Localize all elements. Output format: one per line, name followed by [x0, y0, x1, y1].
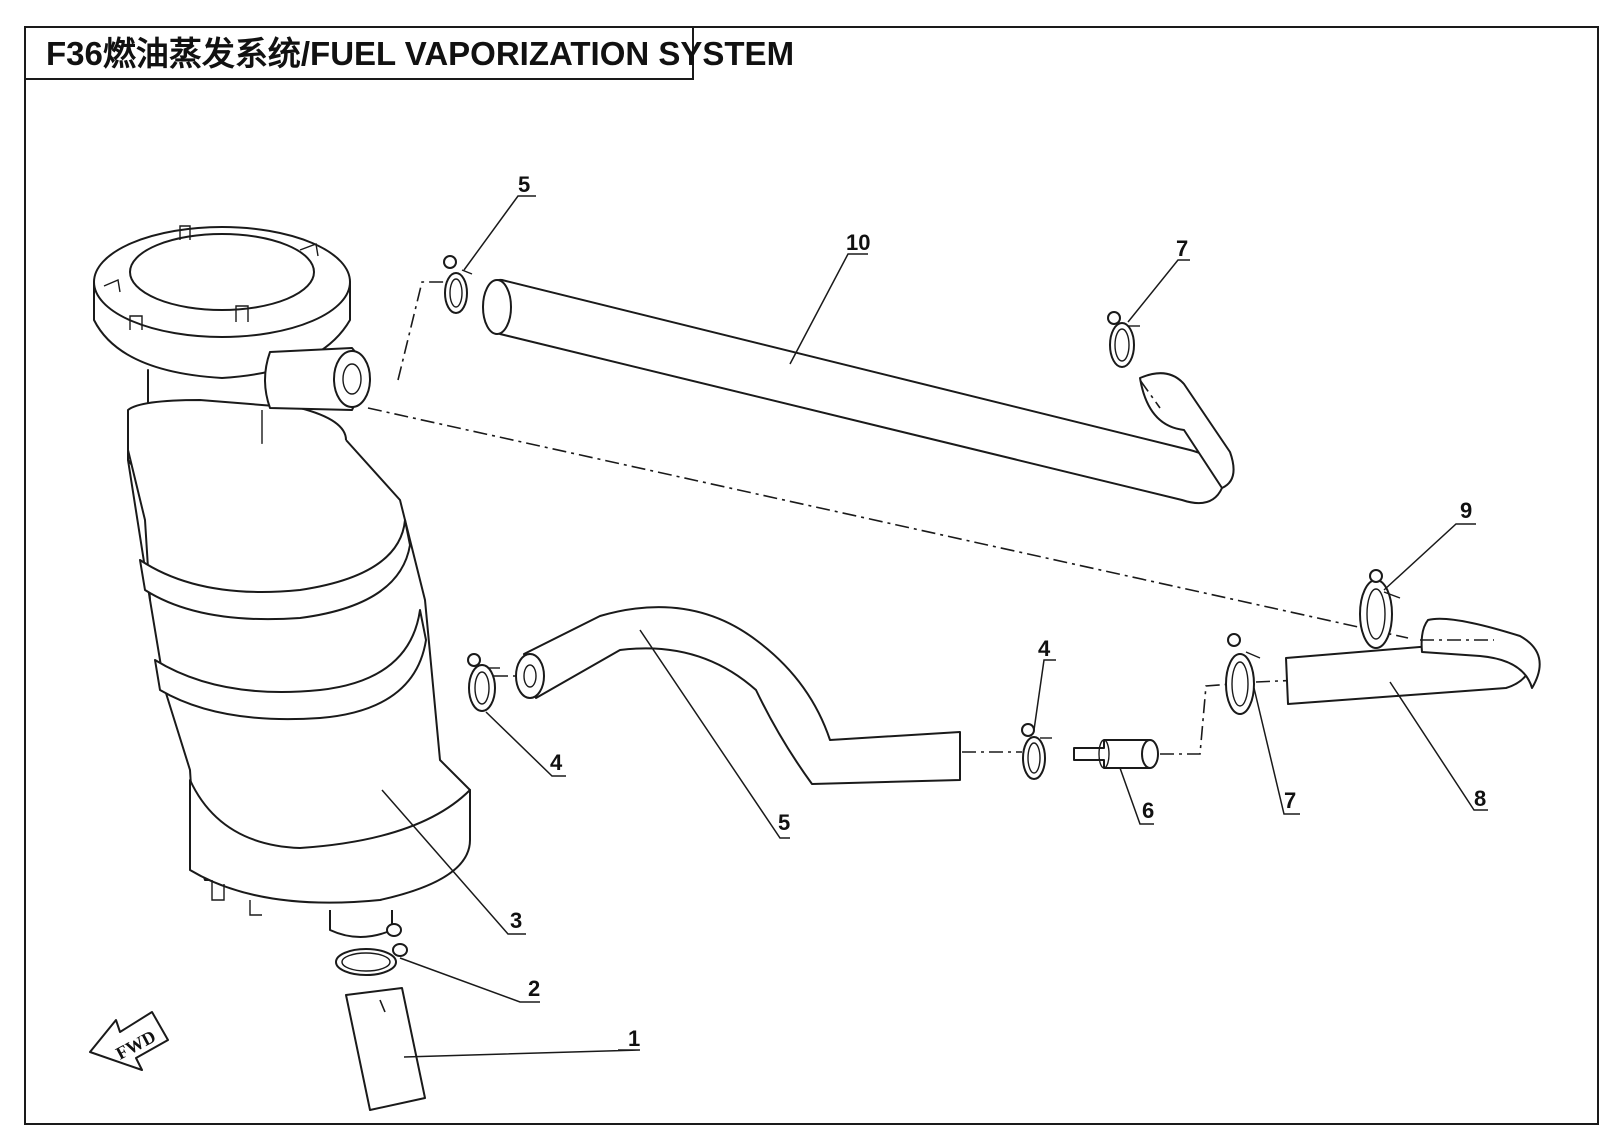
- part-7-upper-clamp: [1107, 311, 1140, 368]
- fwd-arrow-icon: FWD: [89, 1011, 169, 1071]
- callout-5-upper: 5: [518, 172, 530, 197]
- part-8-hose: [1285, 617, 1541, 705]
- diagram-frame: [24, 26, 1599, 1125]
- connection-line: [367, 407, 1409, 639]
- title-block: F36燃油蒸发系统/FUEL VAPORIZATION SYSTEM: [24, 26, 794, 80]
- part-9-clamp: [1359, 569, 1401, 649]
- part-1-drain-hose: [345, 987, 426, 1111]
- part-7-lower-clamp: [1225, 633, 1261, 715]
- callout-4-right: 4: [1038, 636, 1051, 661]
- part-4-right-clamp: [1021, 723, 1052, 780]
- callouts: 1 2 3 4 5 5 10 7 4 6 7 8: [381, 172, 1488, 1058]
- part-2-clamp: [335, 923, 408, 976]
- callout-7-upper: 7: [1176, 236, 1188, 261]
- part-5-top-clamp: [443, 255, 473, 314]
- callout-4-left: 4: [550, 750, 563, 775]
- callout-8: 8: [1474, 786, 1486, 811]
- part-10-hose: [482, 278, 1235, 504]
- part-3-canister: [93, 225, 471, 938]
- connection-line: [1160, 683, 1233, 755]
- part-6-connector: [1073, 739, 1159, 769]
- callout-3: 3: [510, 908, 522, 933]
- part-5-hose: [515, 606, 961, 785]
- callout-2: 2: [528, 976, 540, 1001]
- connection-line: [1139, 379, 1161, 409]
- callout-9: 9: [1460, 498, 1472, 523]
- callout-10: 10: [846, 230, 870, 255]
- callout-7-lower: 7: [1284, 788, 1296, 813]
- part-4-left-clamp: [467, 653, 500, 712]
- callout-6: 6: [1142, 798, 1154, 823]
- diagram-title: F36燃油蒸发系统/FUEL VAPORIZATION SYSTEM: [46, 35, 794, 72]
- connection-line: [397, 281, 448, 381]
- callout-1: 1: [628, 1026, 640, 1051]
- callout-5-lower: 5: [778, 810, 790, 835]
